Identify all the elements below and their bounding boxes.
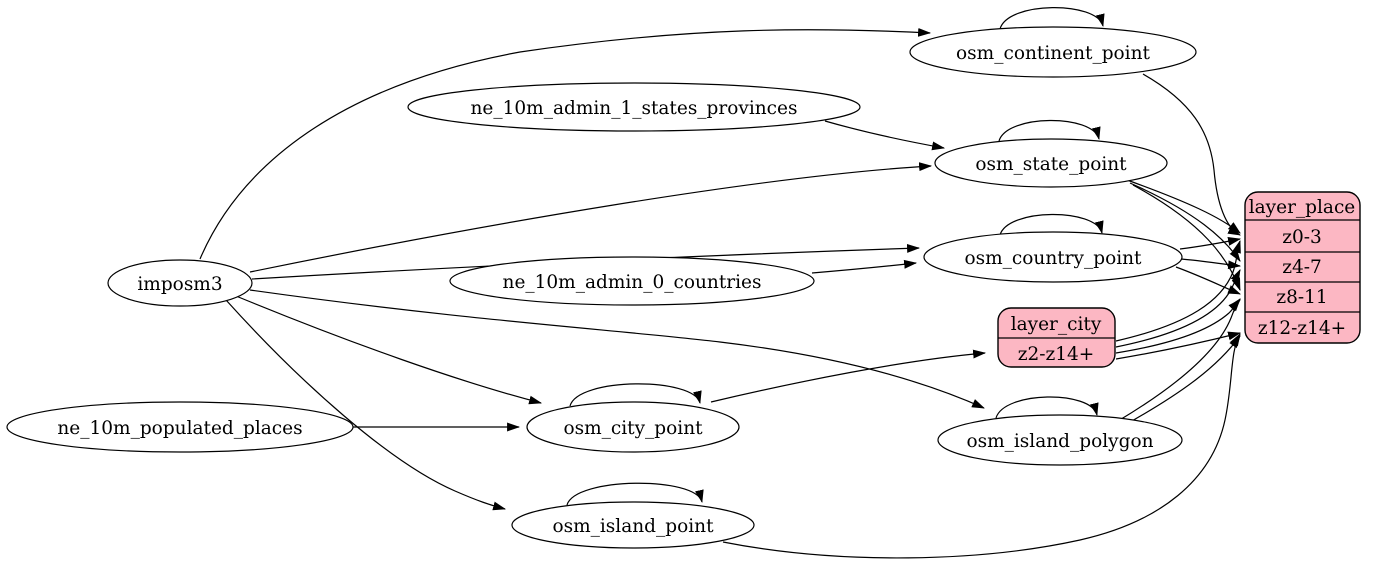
node-osm-country-point: osm_country_point	[923, 231, 1183, 283]
layer-place-row-z4-7: z4-7	[1282, 257, 1322, 278]
osm-city-point-shape	[526, 401, 740, 453]
self-loop-osm-city-point	[569, 383, 702, 407]
edge-layer-city-to-layer-place-z12-z14	[1115, 331, 1242, 360]
edge-layer-city-to-layer-place-z0-3	[1115, 239, 1241, 342]
node-osm-city-point: osm_city_point	[526, 401, 740, 453]
layer-city-row-z2-z14: z2-z14+	[1018, 344, 1095, 365]
layer-place-row-z8-11: z8-11	[1276, 287, 1327, 308]
self-loop-osm-island-polygon	[995, 396, 1099, 419]
self-loop-osm-continent-point	[999, 7, 1105, 30]
node-osm-island-polygon: osm_island_polygon	[937, 414, 1183, 466]
layer-place-title: layer_place	[1249, 197, 1356, 218]
edge-osm-state-point-to-layer-place-z0-3	[1126, 179, 1241, 234]
node-osm-continent-point: osm_continent_point	[909, 26, 1197, 78]
edge-imposm3-to-osm-island-polygon	[249, 289, 985, 409]
osm-continent-point-label: osm_continent_point	[956, 43, 1150, 64]
ne-10m-admin-1-states-provinces-shape	[407, 82, 861, 132]
ne-10m-admin-1-states-provinces-label: ne_10m_admin_1_states_provinces	[471, 98, 798, 119]
ne-10m-populated-places-label: ne_10m_populated_places	[57, 418, 302, 439]
node-layer-city: layer_city z2-z14+	[997, 307, 1116, 368]
edge-imposm3-to-osm-continent-point	[199, 27, 932, 260]
layer-city-title: layer_city	[1011, 314, 1102, 335]
osm-continent-point-shape	[909, 26, 1197, 78]
self-loop-osm-country-point	[999, 213, 1104, 236]
edge-ne-10m-admin-1-states-provinces-to-osm-state-point	[824, 120, 946, 151]
node-osm-state-point: osm_state_point	[934, 138, 1168, 188]
edge-osm-continent-point-to-layer-place-z0-3	[1142, 73, 1241, 236]
edge-imposm3-to-osm-state-point	[249, 162, 933, 273]
osm-city-point-label: osm_city_point	[563, 418, 703, 439]
osm-state-point-label: osm_state_point	[975, 154, 1127, 175]
self-loop-osm-state-point	[998, 119, 1101, 142]
edge-osm-island-polygon-to-layer-place-z8-11	[1117, 299, 1241, 422]
imposm3-shape	[107, 259, 253, 307]
node-osm-island-point: osm_island_point	[511, 501, 755, 549]
edge-ne-10m-admin-0-countries-to-osm-country-point	[811, 259, 918, 274]
ne-10m-admin-0-countries-shape	[449, 256, 815, 306]
self-loop-osm-island-point	[566, 482, 704, 506]
layer-place-box	[1244, 191, 1361, 344]
node-layer-place: layer_place z0-3 z4-7 z8-11 z12-z14+	[1244, 191, 1361, 344]
imposm3-label: imposm3	[137, 274, 222, 295]
osm-country-point-shape	[923, 231, 1183, 283]
osm-island-polygon-shape	[937, 414, 1183, 466]
node-ne-10m-admin-1-states-provinces: ne_10m_admin_1_states_provinces	[407, 82, 861, 132]
osm-state-point-shape	[934, 138, 1168, 188]
osm-island-polygon-label: osm_island_polygon	[966, 431, 1153, 452]
node-ne-10m-admin-0-countries: ne_10m_admin_0_countries	[449, 256, 815, 306]
edge-osm-city-point-to-layer-city-z2-z14	[710, 349, 987, 403]
osm-island-point-label: osm_island_point	[552, 516, 714, 537]
node-ne-10m-populated-places: ne_10m_populated_places	[6, 401, 354, 453]
osm-island-point-shape	[511, 501, 755, 549]
ne-10m-admin-0-countries-label: ne_10m_admin_0_countries	[503, 272, 762, 293]
osm-country-point-label: osm_country_point	[965, 248, 1143, 269]
edge-osm-country-point-to-layer-place-z8-11	[1175, 266, 1241, 295]
node-imposm3: imposm3	[107, 259, 253, 307]
layer-place-row-z0-3: z0-3	[1282, 227, 1322, 248]
edge-imposm3-to-osm-city-point	[235, 295, 543, 405]
edge-imposm3-to-osm-island-point	[225, 299, 507, 511]
ne-10m-populated-places-shape	[6, 401, 354, 453]
layer-place-row-z12-z14: z12-z14+	[1258, 318, 1346, 339]
edge-osm-island-point-to-layer-place-z12-z14	[722, 333, 1241, 559]
edge-layer-city-to-layer-place-z4-7	[1115, 269, 1241, 348]
